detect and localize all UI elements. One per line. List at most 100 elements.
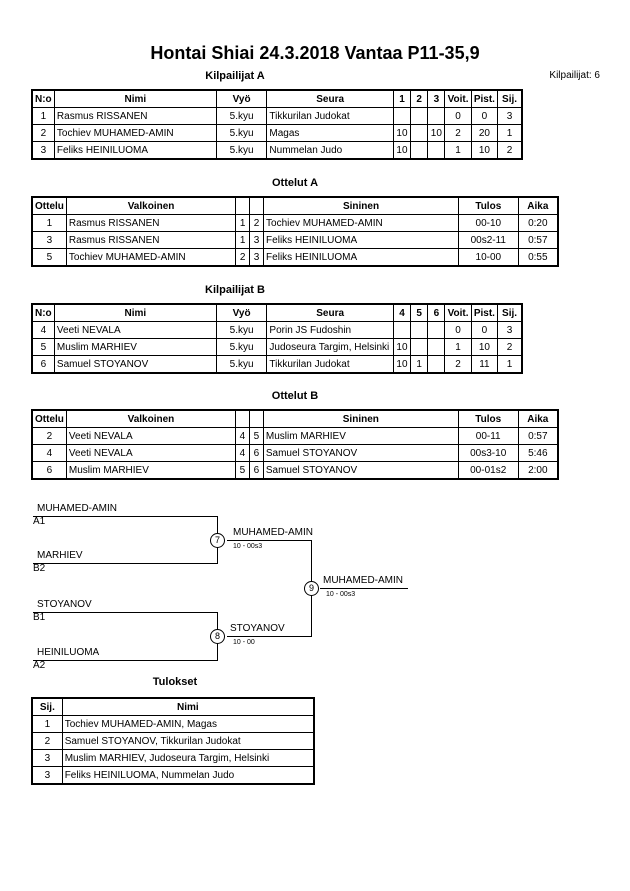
col-header: Pist. [470, 89, 499, 108]
matches-a-heading: Ottelut A [271, 177, 319, 189]
match-node: 7 [210, 533, 225, 548]
cell: 3 [249, 231, 265, 249]
table-header-row: Sij. Nimi [31, 697, 315, 716]
col-header: Seura [266, 89, 394, 108]
cell [427, 321, 446, 339]
page-title: Hontai Shiai 24.3.2018 Vantaa P11-35,9 [150, 43, 480, 63]
cell: Feliks HEINILUOMA [263, 248, 459, 267]
cell: 3 [497, 321, 523, 339]
cell: 2 [235, 248, 251, 267]
cell: Tikkurilan Judokat [266, 107, 394, 125]
cell: 2 [249, 214, 265, 232]
col-header: Aika [517, 409, 559, 428]
cell: 0:20 [517, 214, 559, 232]
cell: 0 [470, 107, 499, 125]
match-node: 8 [210, 629, 225, 644]
cell: 10-00 [457, 248, 519, 267]
cell [410, 338, 429, 356]
competitor-count: Kilpailijat: 6 [549, 70, 600, 81]
match-score: 10 - 00 [233, 639, 255, 646]
bracket-seed: B1 [33, 612, 46, 623]
col-header: Pist. [470, 303, 499, 322]
col-header: Sij. [31, 697, 63, 716]
cell: Tochiev MUHAMED-AMIN [53, 124, 217, 142]
bracket-line [320, 588, 408, 589]
cell: 4 [31, 321, 55, 339]
bracket-name: HEINILUOMA [37, 647, 100, 658]
cell: 1 [444, 141, 472, 160]
cell: 1 [497, 124, 523, 142]
cell: Samuel STOYANOV, Tikkurilan Judokat [61, 732, 315, 750]
cell: Tikkurilan Judokat [266, 355, 394, 374]
cell [392, 321, 412, 339]
col-header [234, 409, 250, 428]
cell: Rasmus RISSANEN [53, 107, 217, 125]
col-header: Aika [517, 196, 559, 215]
cell: 10 [392, 355, 412, 374]
cell: 00s2-11 [457, 231, 519, 249]
cell: 3 [249, 248, 265, 267]
cell: 3 [31, 141, 55, 160]
bracket-name: MUHAMED-AMIN [233, 527, 313, 538]
cell [410, 107, 429, 125]
col-header: 3 [427, 89, 446, 108]
cell: 1 [31, 715, 63, 733]
bracket-name: MUHAMED-AMIN [323, 575, 403, 586]
cell: 0 [444, 321, 472, 339]
table-header-row: Ottelu Valkoinen Sininen Tulos Aika [31, 196, 559, 215]
cell: 5 [248, 427, 264, 445]
col-header: Seura [266, 303, 394, 322]
cell: 2:00 [517, 461, 559, 480]
cell: 1 [497, 355, 523, 374]
col-header: 1 [392, 89, 412, 108]
cell: Samuel STOYANOV [53, 355, 217, 374]
cell: Porin JS Fudoshin [266, 321, 394, 339]
cell: Feliks HEINILUOMA, Nummelan Judo [61, 766, 315, 785]
cell: 10 [392, 338, 412, 356]
bracket-seed: A1 [33, 516, 46, 527]
cell: 2 [497, 338, 523, 356]
cell: Rasmus RISSANEN [65, 214, 237, 232]
cell: Muslim MARHIEV, Judoseura Targim, Helsin… [61, 749, 315, 767]
col-header: Ottelu [31, 409, 67, 428]
cell: 3 [497, 107, 523, 125]
col-header: Ottelu [31, 196, 67, 215]
bracket-line [33, 516, 217, 517]
bracket-name: STOYANOV [37, 599, 92, 610]
cell: 1 [31, 214, 67, 232]
col-header: Nimi [53, 89, 217, 108]
cell: 5.kyu [215, 141, 268, 160]
bracket-name: MARHIEV [37, 550, 83, 561]
col-header: Sij. [497, 303, 523, 322]
cell: 00-11 [457, 427, 519, 445]
cell [410, 124, 429, 142]
col-header: Vyö [215, 303, 268, 322]
table-header-row: N:o Nimi Vyö Seura 1 2 3 Voit. Pist. Sij… [31, 89, 523, 108]
cell: 10 [392, 141, 412, 160]
col-header: 5 [410, 303, 429, 322]
match-node: 9 [304, 581, 319, 596]
cell: Veeti NEVALA [65, 427, 236, 445]
cell: 2 [31, 732, 63, 750]
cell: Tochiev MUHAMED-AMIN [263, 214, 459, 232]
cell: 5.kyu [215, 355, 268, 374]
col-header: 2 [410, 89, 429, 108]
cell: Tochiev MUHAMED-AMIN, Magas [61, 715, 315, 733]
cell: 10 [392, 124, 412, 142]
cell: 5.kyu [215, 321, 268, 339]
cell: 2 [31, 427, 67, 445]
cell: 5 [31, 248, 67, 267]
bracket-seed: B2 [33, 563, 46, 574]
results-heading: Tulokset [152, 676, 198, 688]
cell: Samuel STOYANOV [262, 461, 459, 480]
cell: 3 [31, 766, 63, 785]
cell: 6 [248, 461, 264, 480]
cell: 5.kyu [215, 124, 268, 142]
cell: Feliks HEINILUOMA [53, 141, 217, 160]
col-header: Valkoinen [65, 409, 236, 428]
